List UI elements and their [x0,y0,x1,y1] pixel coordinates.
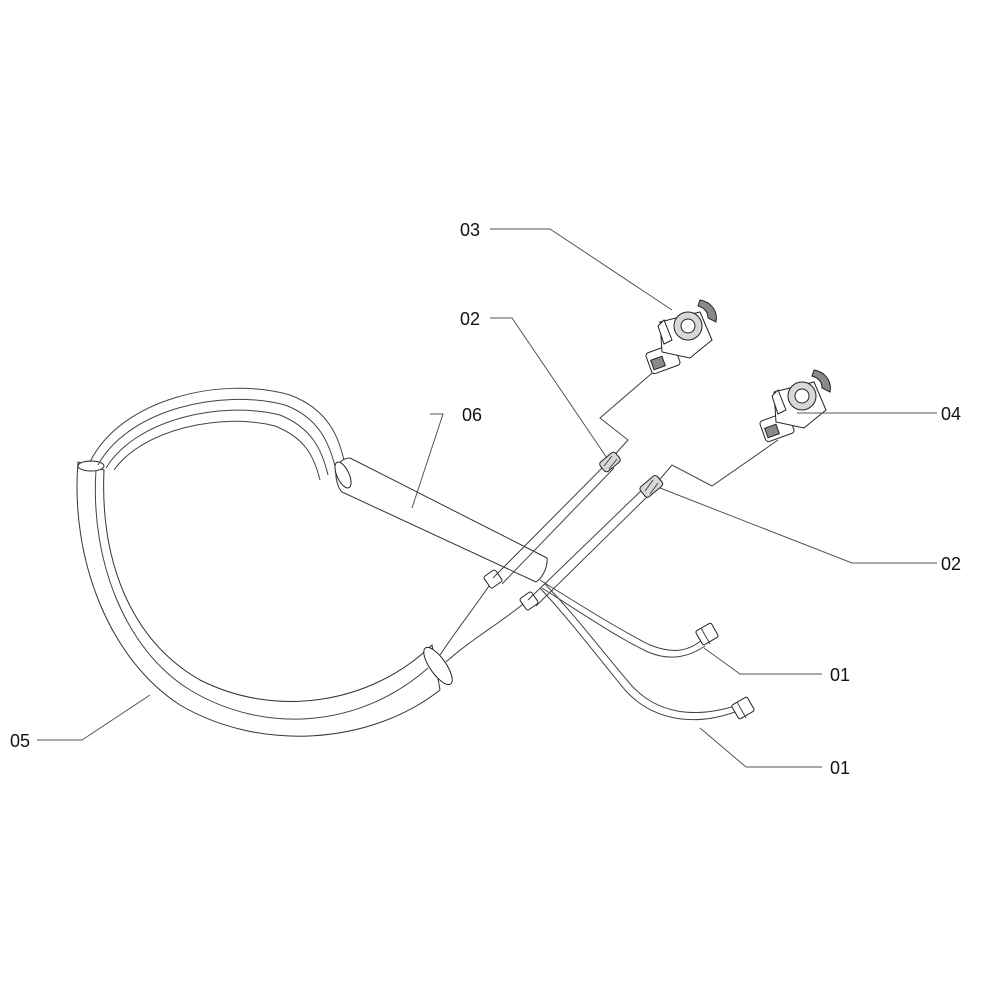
fitting-upper [599,451,621,473]
coupling-head-upper [645,299,717,375]
leader-01-upper [703,647,822,675]
fitting-lower [639,475,664,498]
callout-06: 06 [462,405,483,425]
hose-end-fitting-inner-a [483,569,503,589]
callout-01-lower: 01 [830,758,851,778]
leader-05 [37,694,151,741]
hose-runs-01 [539,579,739,721]
callout-04: 04 [941,404,962,424]
callout-02-lower: 02 [941,554,962,574]
hose-end-fitting-lower [731,696,755,720]
protective-sleeve-large [76,460,453,737]
leader-lines [37,228,937,768]
coupling-head-lower [759,369,831,443]
leader-01-lower [699,727,822,768]
callout-05: 05 [10,731,31,751]
protective-sleeve-small [334,457,548,583]
hose-end-fitting-upper [695,622,719,646]
leader-02-upper [490,317,608,459]
assembly-lines [492,367,779,607]
callout-02-upper: 02 [460,309,481,329]
hose-end-fitting-inner-b [519,591,539,611]
callout-03: 03 [460,220,481,240]
leader-06 [411,413,444,509]
leader-02-lower [659,487,937,564]
leader-03 [490,228,673,311]
callout-01-upper: 01 [830,665,851,685]
